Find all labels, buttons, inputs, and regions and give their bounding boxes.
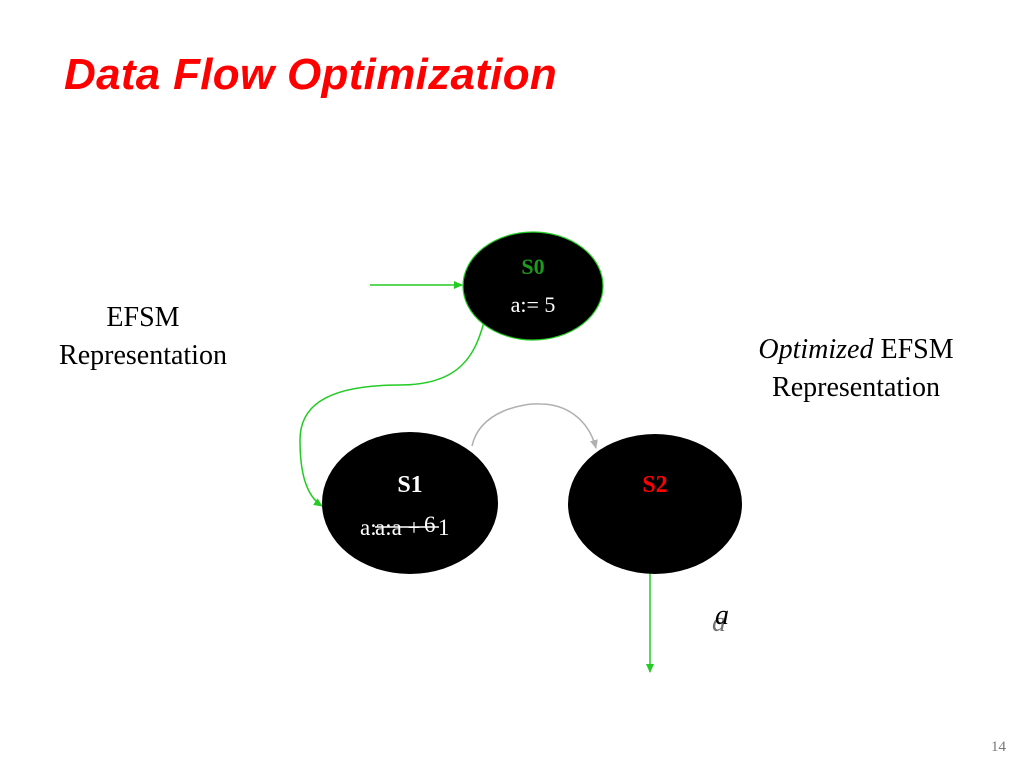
efsm-caption: EFSM Representation	[28, 299, 258, 375]
transition-s0-s1	[299, 321, 485, 507]
state-s2-name: S2	[642, 472, 667, 498]
slide-title: Data Flow Optimization	[64, 50, 558, 99]
state-s0-circle	[462, 231, 604, 341]
state-s1-name: S1	[397, 472, 422, 498]
state-s1: S1 a: a:a + 6 1	[322, 432, 498, 574]
optimized-efsm-caption: Optimized EFSM Representation	[716, 331, 996, 407]
output-label-ghost: a	[712, 607, 726, 638]
state-s2: S2	[568, 434, 742, 574]
optimized-efsm-word: EFSM	[873, 334, 954, 365]
optimized-word: Optimized	[758, 334, 874, 365]
state-s1-action-suffix: 1	[438, 515, 450, 540]
state-s0-action: a:= 5	[511, 292, 556, 317]
state-s1-action-prefix: a:	[360, 515, 377, 540]
page-number: 14	[991, 739, 1006, 755]
optimized-caption-line2: Representation	[772, 372, 940, 403]
efsm-caption-line2: Representation	[59, 340, 227, 371]
state-s0-name: S0	[521, 254, 544, 279]
efsm-caption-line1: EFSM	[106, 302, 180, 333]
state-s1-action-overlay: 6	[424, 512, 436, 537]
state-s1-circle	[322, 432, 498, 574]
transition-s1-s2	[471, 403, 598, 449]
state-s2-circle	[568, 434, 742, 574]
optimized-caption-line1: Optimized EFSM	[716, 331, 996, 369]
state-s0: S0 a:= 5	[462, 231, 604, 341]
output-label: a	[715, 600, 729, 631]
